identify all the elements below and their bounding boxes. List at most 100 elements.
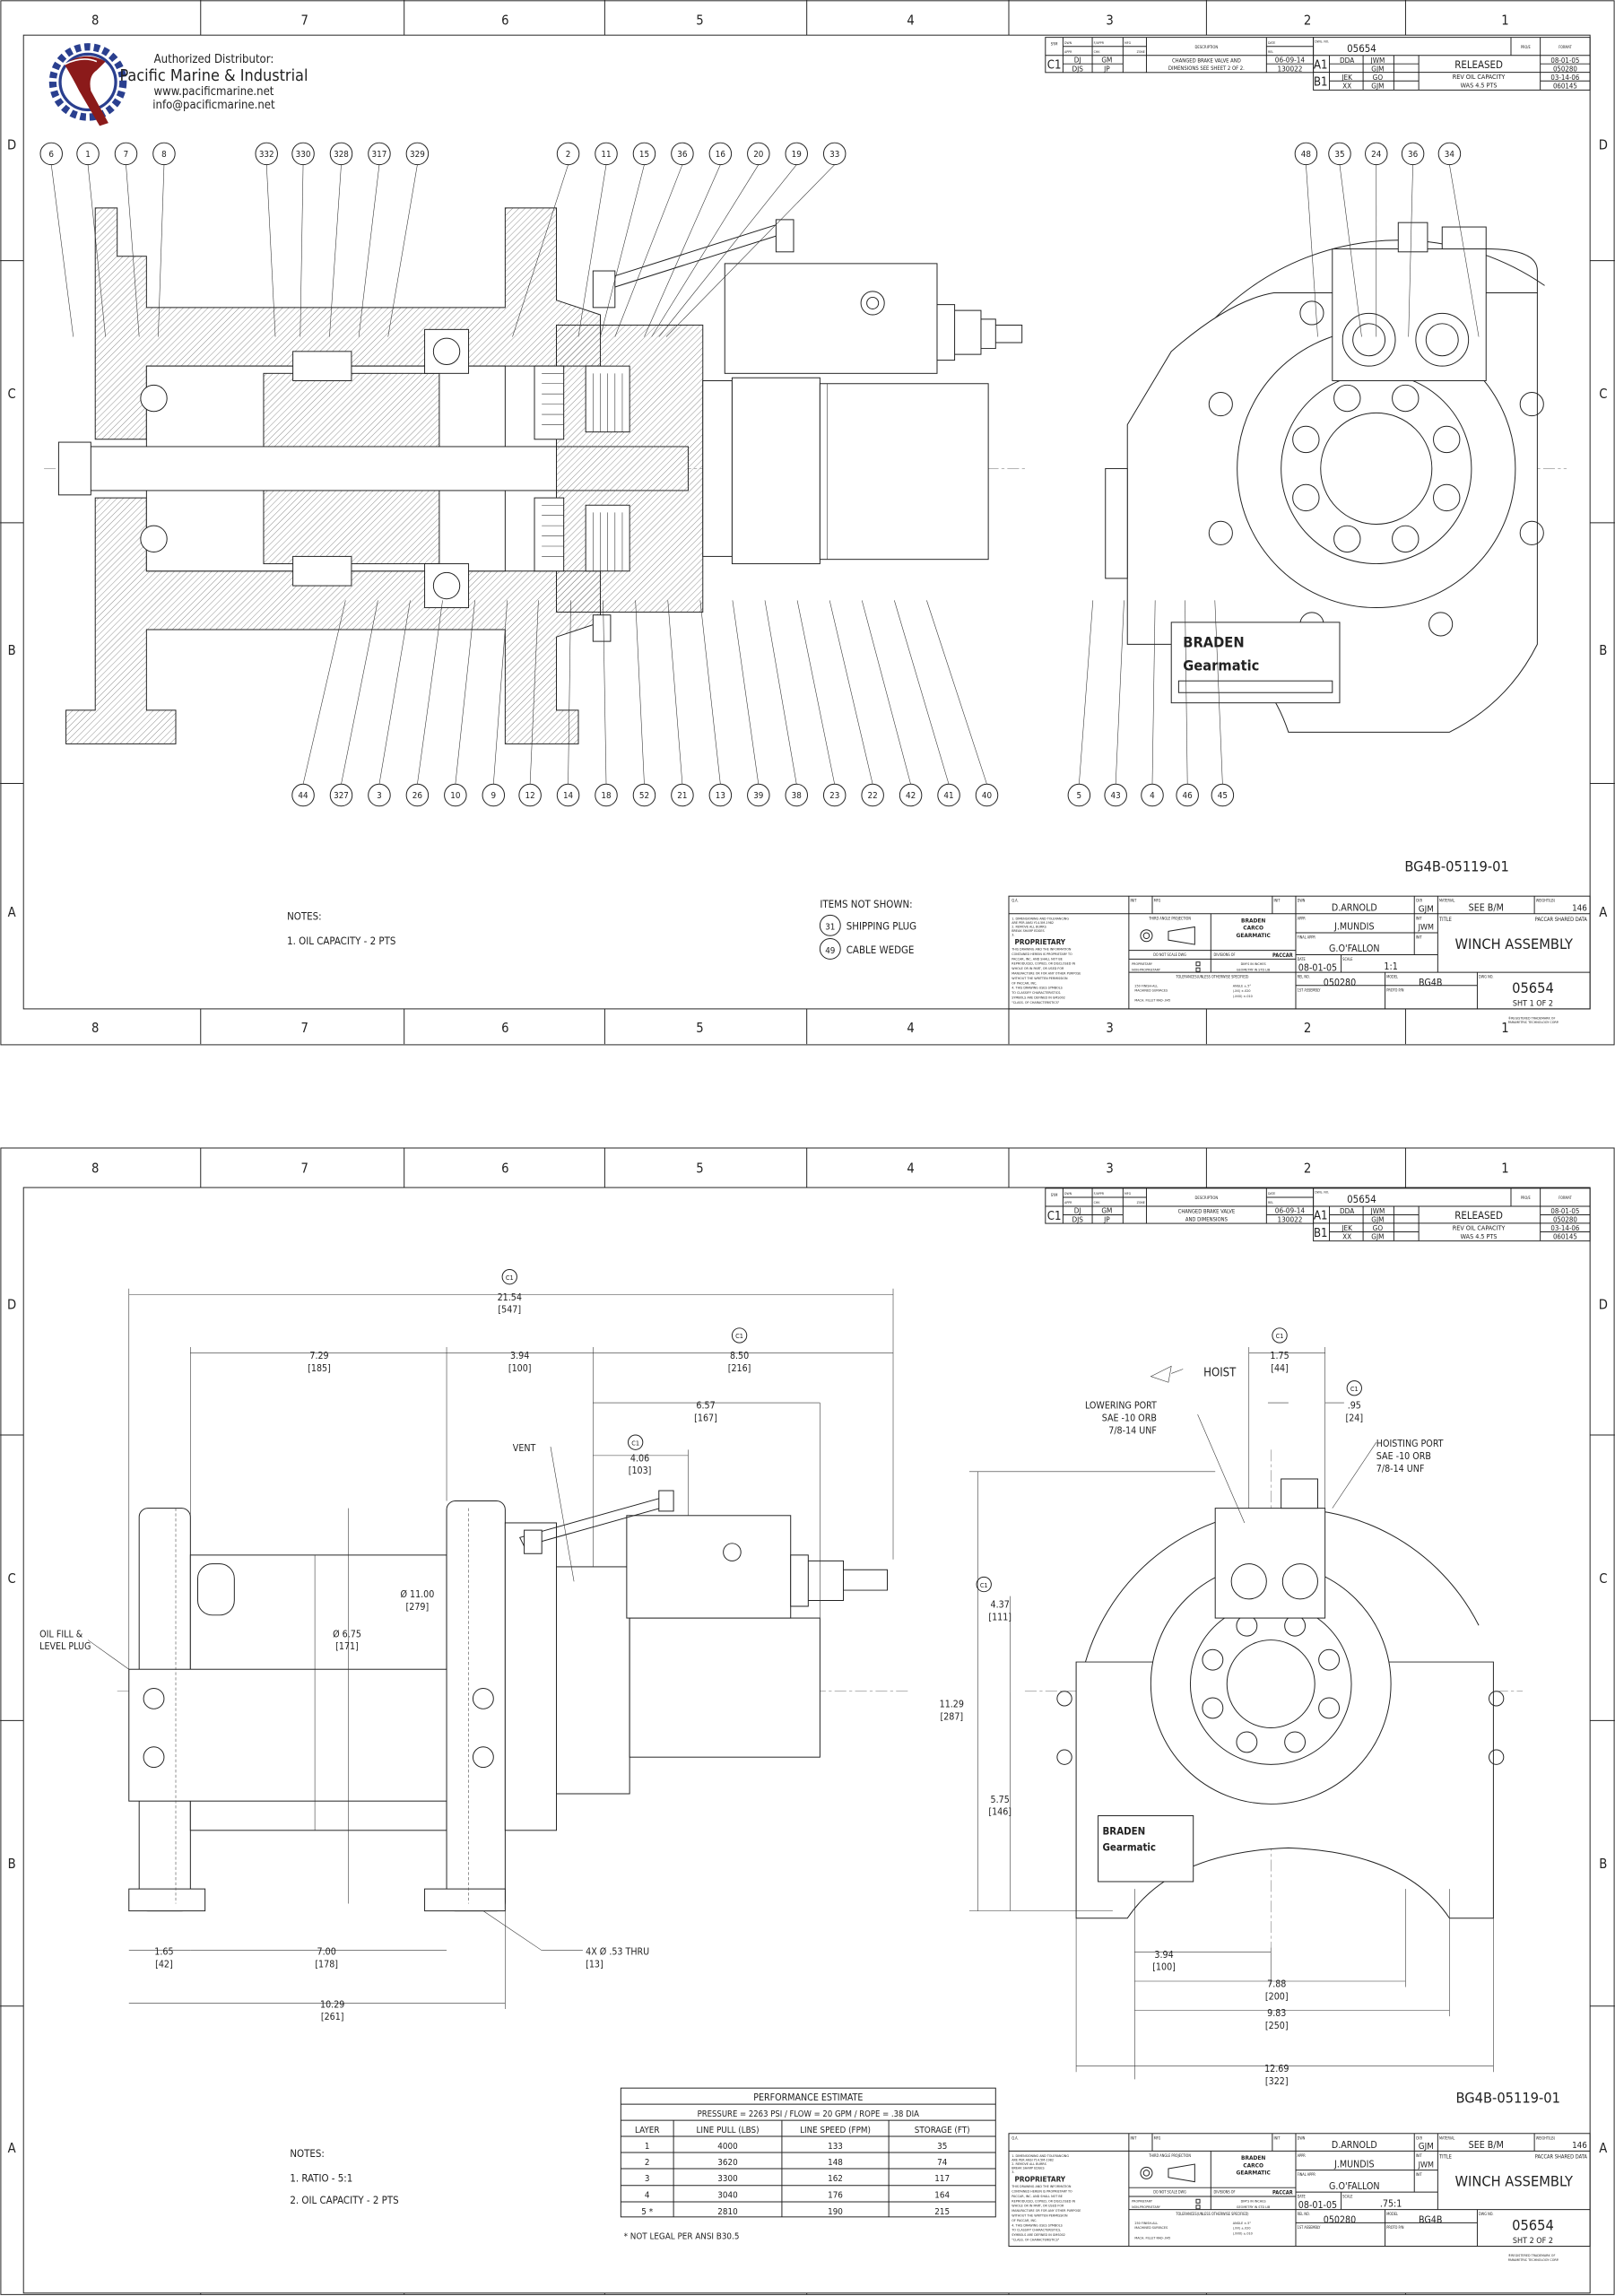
rev-date: 03-14-06 bbox=[1550, 74, 1579, 82]
rev-release: 050280 bbox=[1553, 1216, 1577, 1224]
dimension-d095: [24] bbox=[1345, 1412, 1363, 1423]
item-number: 19 bbox=[792, 150, 802, 160]
proprietary-text: WITHOUT THE WRITTEN PERMISSION bbox=[1012, 977, 1068, 980]
dimension-d1129: [287] bbox=[940, 1711, 963, 1723]
vent-label: VENT bbox=[513, 1442, 536, 1454]
item-number: 16 bbox=[716, 150, 726, 160]
non-proprietary-checkbox[interactable] bbox=[1195, 967, 1201, 972]
leader-line bbox=[87, 164, 106, 337]
zone-row-label: B bbox=[8, 643, 16, 658]
leader-line bbox=[265, 164, 276, 337]
paccar-shared-data: PACCAR SHARED DATA bbox=[1535, 2155, 1588, 2161]
proprietary-checkbox[interactable] bbox=[1195, 2198, 1201, 2204]
item-number: 20 bbox=[753, 150, 764, 160]
rev-symbol: B1 bbox=[1314, 76, 1328, 90]
leader-line bbox=[1151, 600, 1156, 785]
leader-line bbox=[529, 600, 539, 785]
finish-note: MACHINED SURFACES bbox=[1134, 2226, 1168, 2230]
rev-description: RELEASED bbox=[1454, 1209, 1503, 1222]
proprietary-text: OF PACCAR, INC. bbox=[1012, 981, 1037, 985]
distributor-email[interactable]: info@pacificmarine.net bbox=[152, 99, 275, 112]
leader-line bbox=[667, 600, 683, 785]
proprietary-text: PACCAR, INC. AND SHALL NOT BE bbox=[1012, 2195, 1063, 2198]
bolt-icon bbox=[1519, 520, 1544, 545]
nameplate bbox=[1170, 622, 1341, 704]
leader-line bbox=[329, 164, 342, 337]
tb-note: 2. REMOVE ALL BURRS bbox=[1012, 2162, 1046, 2166]
zone-column-label: 8 bbox=[91, 1161, 99, 1177]
item-balloon bbox=[291, 142, 315, 166]
leader-line bbox=[614, 164, 683, 337]
zone-column-label: 1 bbox=[1501, 1161, 1508, 1177]
approved-by: J.MUNDIS bbox=[1333, 921, 1374, 933]
paccar-shared-data: PACCAR SHARED DATA bbox=[1535, 918, 1588, 923]
rev-cell: GM bbox=[1101, 1206, 1112, 1215]
rev-cell: JWM bbox=[1370, 1206, 1385, 1215]
zone-column-label: 2 bbox=[1304, 1021, 1311, 1036]
fillet-note: MACH. FILLET RAD-.045 bbox=[1134, 2236, 1170, 2239]
distributor-website[interactable]: www.pacificmarine.net bbox=[153, 85, 274, 99]
dimension-oil_fill: OIL FILL & bbox=[39, 1628, 83, 1639]
dwg-number-label: DWG NO. bbox=[1479, 2212, 1493, 2216]
non-proprietary-checkbox[interactable] bbox=[1195, 2205, 1201, 2210]
proprietary-text: "CLASS. OF CHARACTERISTICS" bbox=[1012, 2238, 1059, 2241]
rev-cell: GO bbox=[1373, 1223, 1384, 1232]
rev-header: APPR bbox=[1064, 1201, 1072, 1205]
rev-symbol: C1 bbox=[1047, 1210, 1062, 1223]
zone-column-label: 5 bbox=[696, 1021, 703, 1036]
rev-header: PRO/E bbox=[1521, 45, 1531, 49]
zone-column-label: 4 bbox=[907, 1021, 914, 1036]
performance-footnote: * NOT LEGAL PER ANSI B30.5 bbox=[624, 2231, 740, 2241]
leader-line bbox=[658, 164, 797, 337]
rev-cell: XX bbox=[1342, 81, 1351, 90]
item-number: 330 bbox=[296, 150, 311, 160]
drawing-title: WINCH ASSEMBLY bbox=[1455, 2173, 1574, 2190]
rev-cell: JEK bbox=[1341, 73, 1352, 82]
weight-label: WEIGHT(LB) bbox=[1536, 2135, 1556, 2140]
item-number: 21 bbox=[677, 791, 687, 801]
rev-description: REV OIL CAPACITY bbox=[1453, 73, 1506, 81]
rev-cell: GJM bbox=[1371, 1215, 1384, 1224]
item-number: 3 bbox=[377, 791, 382, 801]
note-1: 1. OIL CAPACITY - 2 PTS bbox=[287, 935, 395, 947]
tolerance-value: ANGLE ±.5° bbox=[1233, 2222, 1252, 2225]
rev-cell: GM bbox=[1101, 55, 1112, 64]
weight: 146 bbox=[1572, 2141, 1587, 2151]
rev-header: REL bbox=[1268, 50, 1273, 54]
item-balloon bbox=[255, 142, 278, 166]
approved-label: APPR bbox=[1298, 916, 1307, 920]
dimension-d700: [178] bbox=[315, 1958, 338, 1970]
distributor-logo bbox=[48, 43, 127, 126]
dimension-overall: 21.54 bbox=[498, 1292, 522, 1303]
table-cell: 4000 bbox=[717, 2142, 738, 2152]
dimension-d394a: [100] bbox=[508, 1362, 532, 1374]
dimension-d657: [167] bbox=[694, 1412, 717, 1423]
zone-column-label: 3 bbox=[1106, 1161, 1113, 1177]
release-number: 050280 bbox=[1324, 2213, 1356, 2225]
dimension-dia675: [171] bbox=[335, 1640, 359, 1652]
tb-note: ARE PER ANSI Y14.5M-1982 bbox=[1012, 2158, 1054, 2161]
bolt-icon bbox=[1208, 520, 1233, 545]
item-balloon bbox=[556, 142, 580, 166]
drawing-date: 08-01-05 bbox=[1298, 2199, 1337, 2211]
zone-column-label: 8 bbox=[91, 1021, 99, 1036]
rev-date: 03-14-06 bbox=[1550, 1224, 1579, 1232]
scale-label: SCALE bbox=[1342, 957, 1352, 961]
drawing-number: 05654 bbox=[1347, 1193, 1376, 1205]
proprietary-text: CONTAINED HEREIN IS PROPRIETARY TO bbox=[1012, 952, 1072, 956]
init-label: INIT bbox=[1416, 935, 1423, 940]
rev-header: SYM bbox=[1051, 1193, 1058, 1197]
dimension-d1029: 10.29 bbox=[320, 1998, 344, 2010]
drawn-label: DWN bbox=[1298, 899, 1306, 903]
rev-description: RELEASED bbox=[1454, 58, 1503, 71]
company-name: BRADEN bbox=[1241, 2154, 1265, 2161]
checker-label: CKR bbox=[1416, 899, 1423, 903]
rev-description: WAS 4.5 PTS bbox=[1461, 82, 1498, 90]
approver-initials: JWM bbox=[1418, 2161, 1434, 2170]
rev-release: 130022 bbox=[1277, 1215, 1302, 1224]
proprietary-checkbox[interactable] bbox=[1195, 961, 1201, 967]
qa-label: Q.A. bbox=[1012, 2135, 1018, 2140]
geometry-std-lib: GEOMETRY IN STD LIB bbox=[1237, 968, 1271, 971]
approved-by: J.MUNDIS bbox=[1333, 2158, 1374, 2170]
section-view bbox=[44, 207, 1025, 744]
